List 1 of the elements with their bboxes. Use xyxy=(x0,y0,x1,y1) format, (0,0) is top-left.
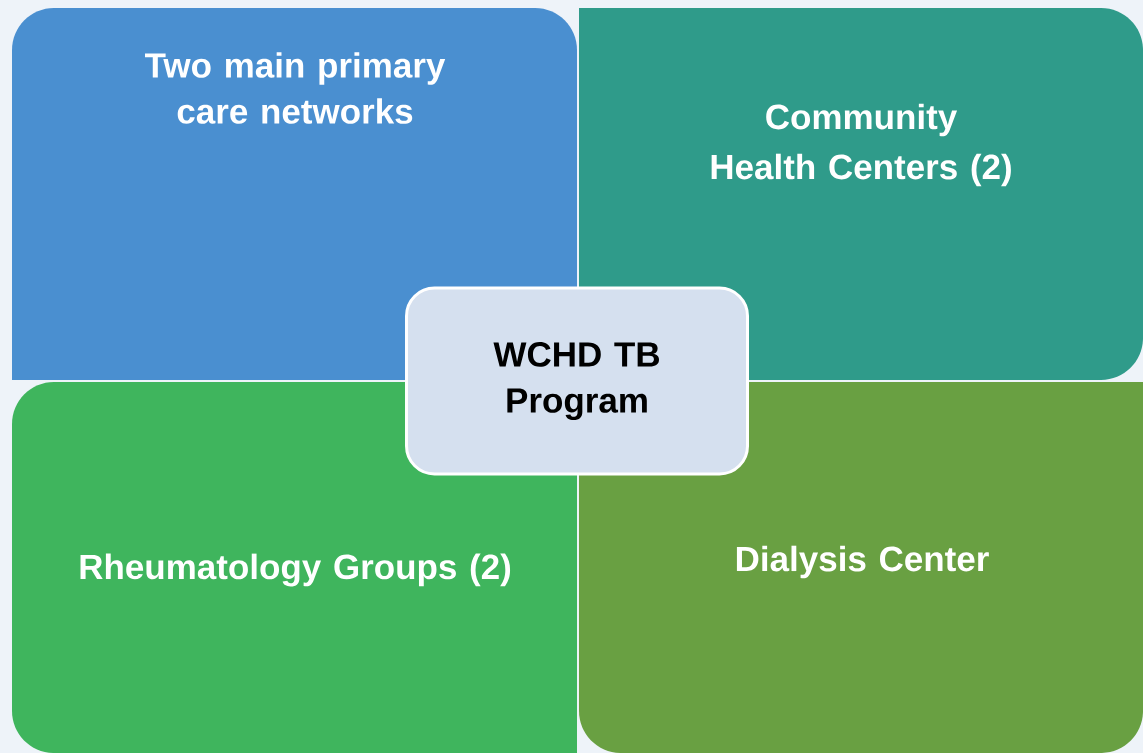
center-box: WCHD TB Program xyxy=(405,286,749,476)
